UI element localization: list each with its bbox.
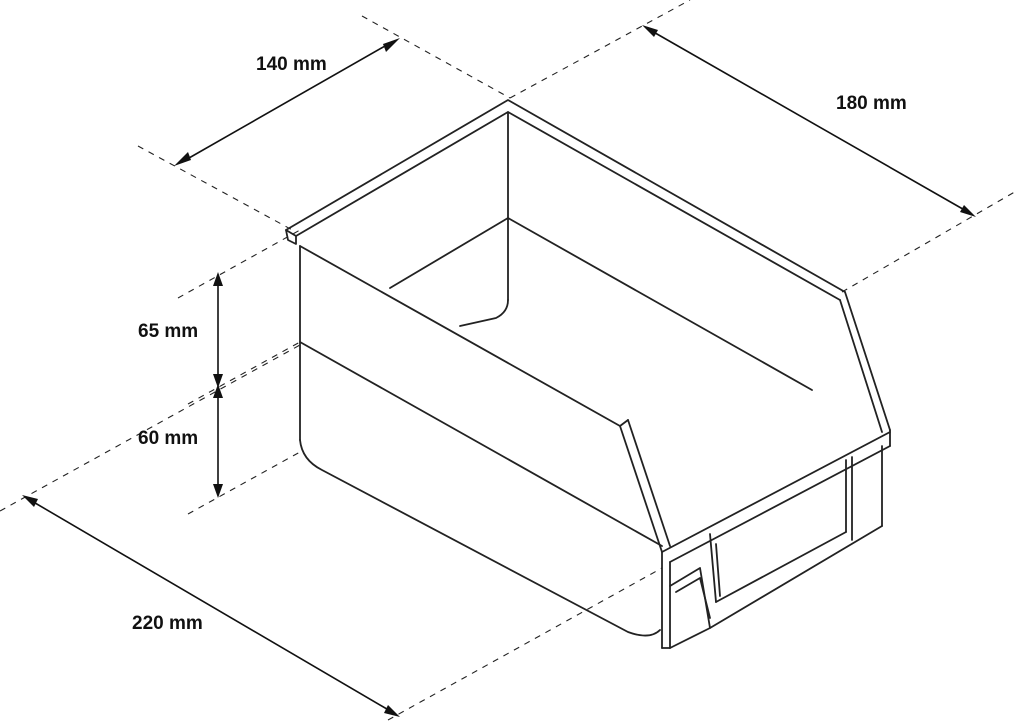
dimension-60-arrow [213, 384, 223, 498]
dimension-65-arrow [213, 272, 223, 388]
label-220-mm: 220 mm [132, 613, 203, 634]
label-60-mm: 60 mm [138, 428, 198, 449]
storage-bin [285, 99, 891, 649]
dimension-220-arrow [22, 495, 400, 717]
dimension-180-arrow [642, 25, 976, 217]
label-140-mm: 140 mm [256, 54, 327, 75]
dimension-140-arrow [174, 38, 400, 166]
label-65-mm: 65 mm [138, 321, 198, 342]
label-180-mm: 180 mm [836, 93, 907, 114]
